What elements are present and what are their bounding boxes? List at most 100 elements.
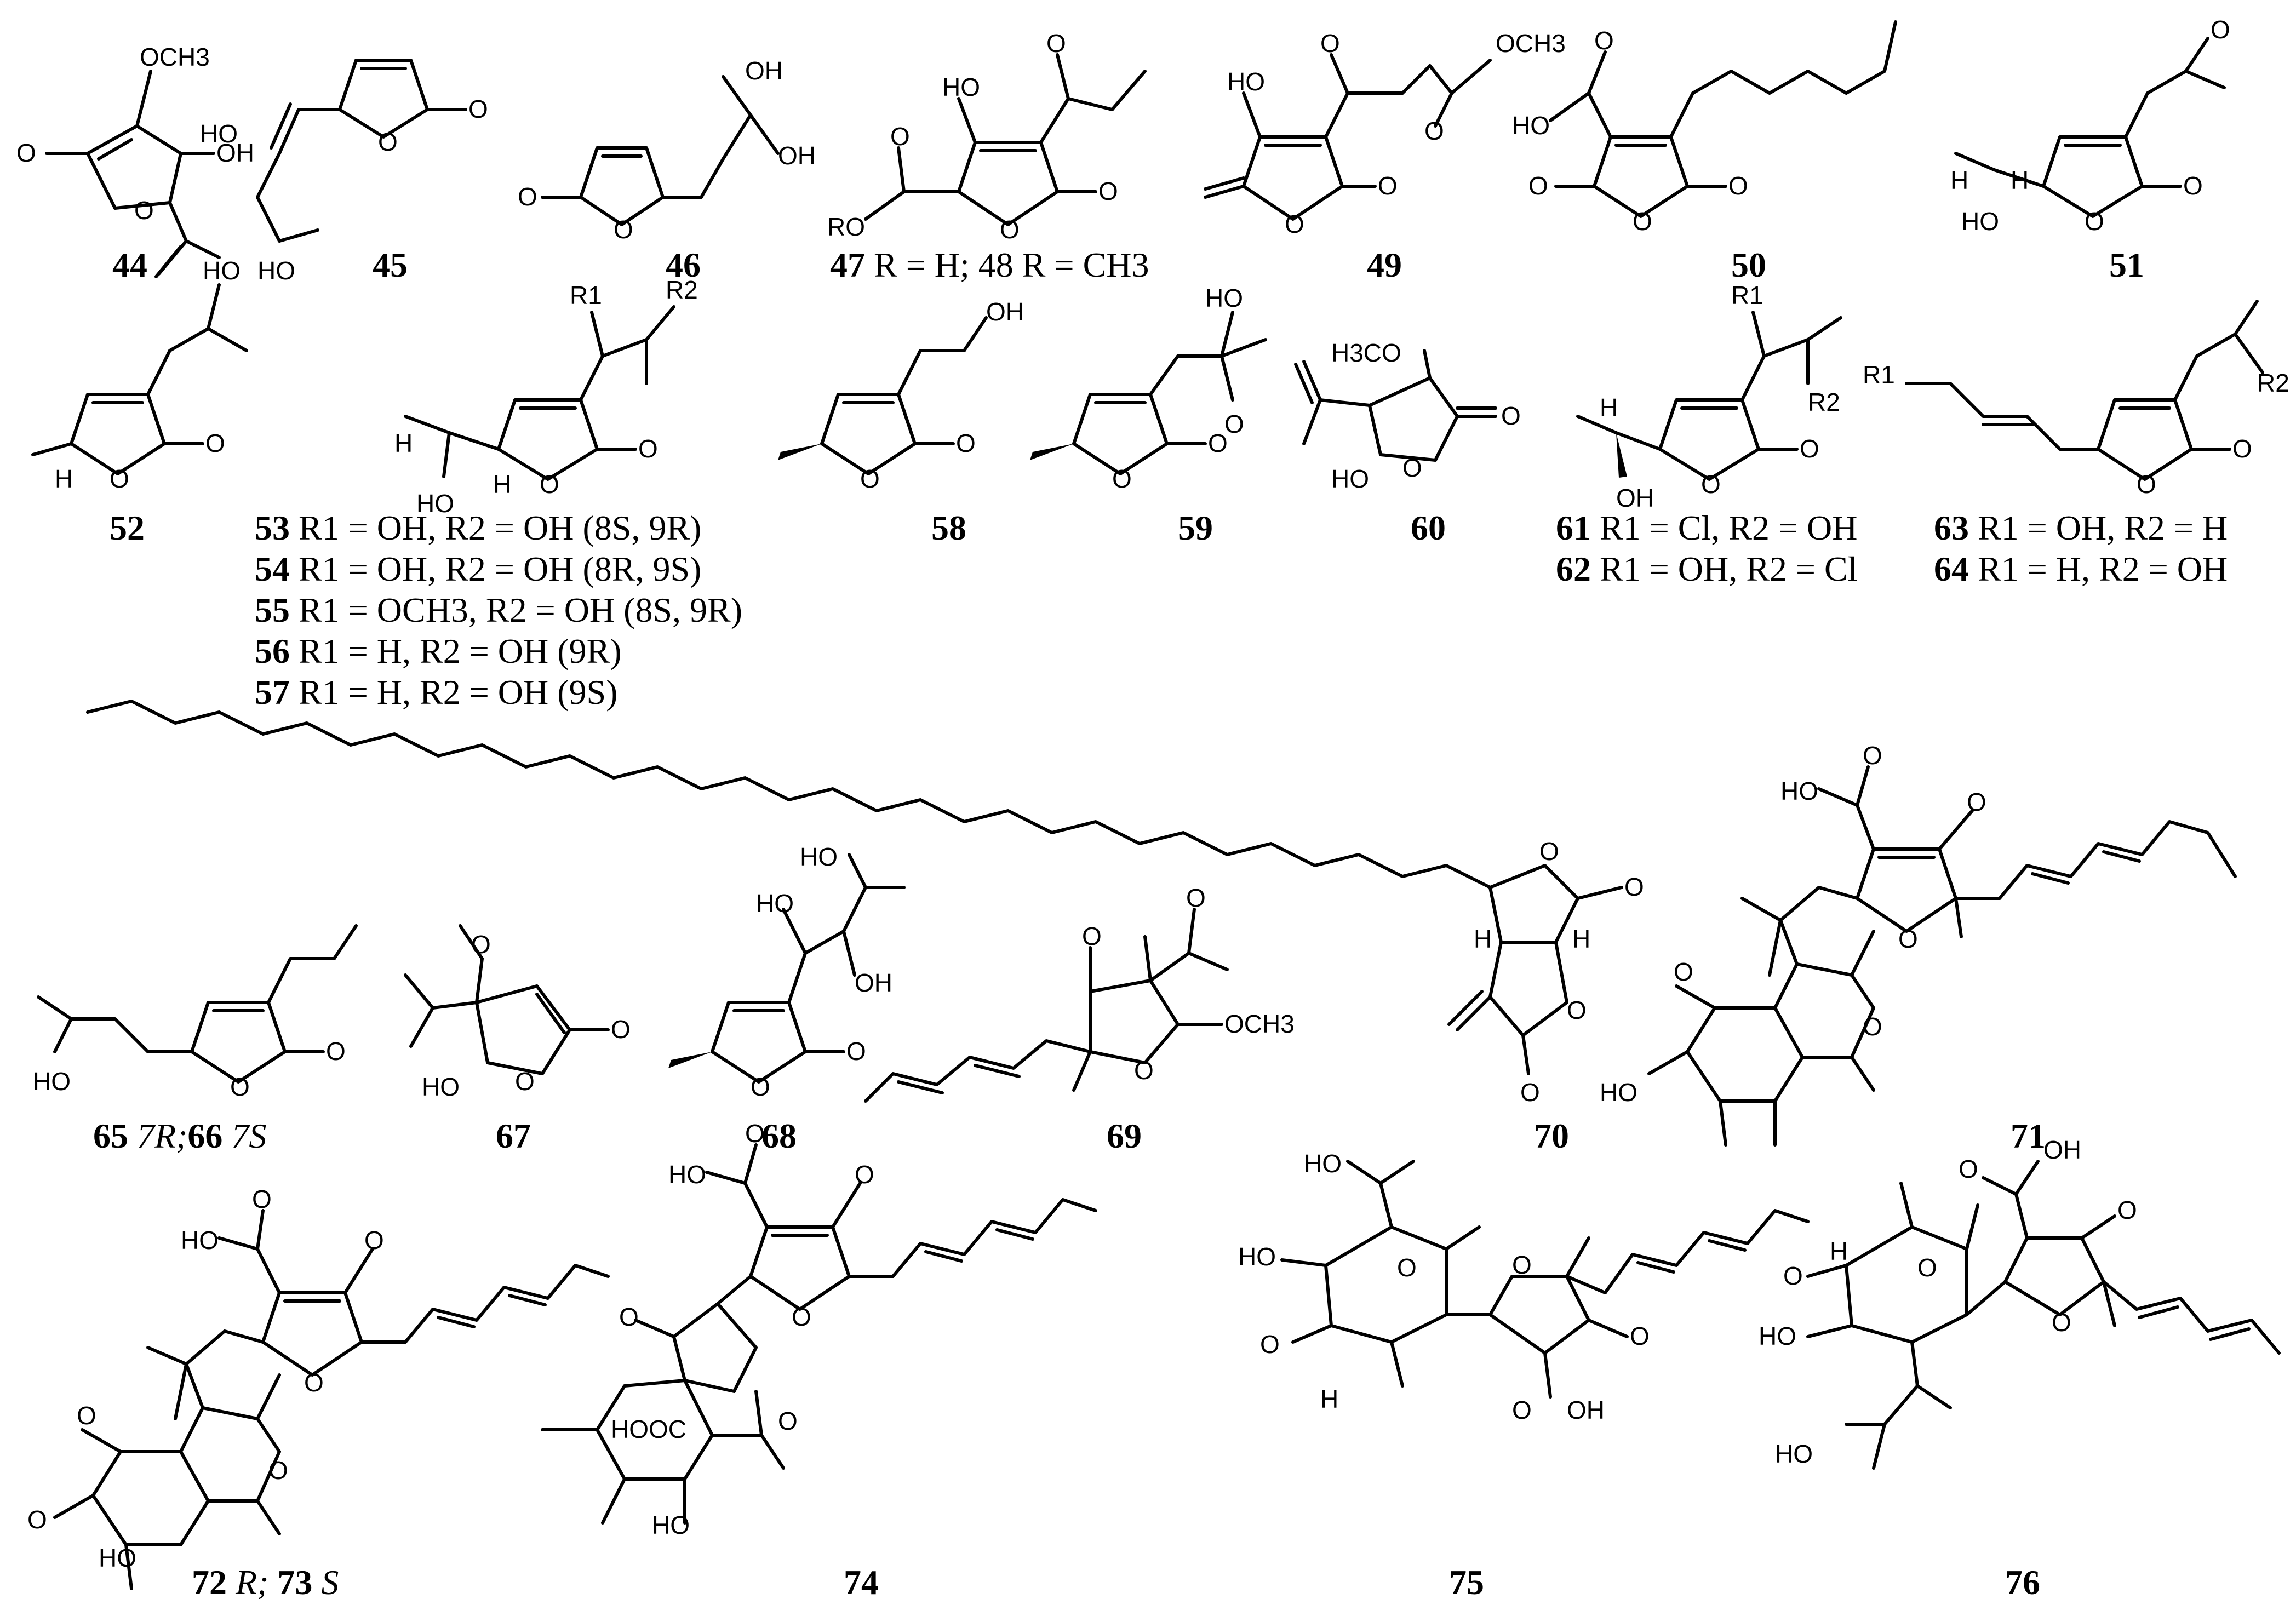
atom-label: HOOC	[611, 1415, 686, 1443]
atom-label: O	[1520, 1078, 1540, 1107]
atom-label: O	[846, 1037, 866, 1065]
compound-label-53: 53 R1 = OH, R2 = OH (8S, 9R)	[255, 508, 701, 547]
atom-label: O	[1863, 1012, 1882, 1041]
atom-label: O	[468, 95, 488, 123]
compound-label-56: 56 R1 = H, R2 = OH (9R)	[255, 632, 622, 670]
atom-label: HO	[1775, 1440, 1813, 1468]
structure-75: HO HO O O O O H O OH	[1238, 1149, 1810, 1424]
structure-70: O O H H O O	[86, 700, 1644, 1107]
atom-label: HO	[942, 73, 980, 101]
compound-label-59: 59	[1178, 508, 1213, 547]
atom-label: O	[614, 215, 633, 244]
atom-label: O	[1082, 922, 1102, 950]
atom-label: O	[956, 429, 976, 457]
structure-52: HO O O H	[31, 256, 248, 493]
atom-label: O	[1512, 1251, 1532, 1279]
structure-58: OH O O	[778, 297, 1024, 493]
atom-label: HO	[1304, 1149, 1342, 1178]
atom-label: O	[855, 1160, 874, 1189]
atom-label: HO	[1600, 1078, 1637, 1107]
atom-label: O	[2052, 1308, 2071, 1337]
compound-label-68: 68	[761, 1116, 797, 1155]
atom-label: R1	[1863, 360, 1895, 389]
atom-label: O	[304, 1368, 324, 1397]
atom-label: HO	[33, 1067, 71, 1096]
atom-label: O	[745, 1119, 765, 1148]
structure-49: HO O O OCH3 O O	[1204, 29, 1566, 238]
atom-label: O	[1959, 1155, 1978, 1183]
atom-label: O	[1917, 1253, 1937, 1282]
atom-label: O	[1224, 410, 1244, 438]
compound-label-57: 57 R1 = H, R2 = OH (9S)	[255, 673, 617, 712]
atom-label: HO	[1238, 1242, 1276, 1271]
atom-label: O	[1674, 958, 1693, 986]
atom-label: HO	[1512, 111, 1550, 140]
atom-label: O	[1397, 1253, 1417, 1282]
atom-label: OCH3	[140, 43, 210, 71]
atom-label: O	[2232, 434, 2252, 463]
compound-label-75: 75	[1449, 1563, 1484, 1599]
atom-label: OH	[855, 968, 892, 997]
compound-label-69: 69	[1107, 1116, 1142, 1155]
structure-72: HO O O O O O O HO	[27, 1185, 610, 1590]
atom-label: H	[1572, 925, 1590, 953]
atom-label: O	[1567, 996, 1587, 1024]
atom-label: RO	[827, 213, 865, 241]
atom-label: OCH3	[1496, 29, 1566, 58]
atom-label: H	[1320, 1385, 1338, 1413]
atom-label: R2	[666, 276, 698, 304]
structure-65: O O HO	[33, 924, 358, 1101]
atom-label: H	[2011, 166, 2029, 194]
atom-label: O	[205, 429, 225, 457]
compound-label-58: 58	[931, 508, 966, 547]
atom-label: O	[1624, 873, 1644, 901]
atom-label: O	[1898, 925, 1918, 953]
atom-label: O	[364, 1226, 384, 1254]
atom-label: HO	[416, 489, 454, 518]
atom-label: O	[1800, 434, 1819, 463]
atom-label: H	[394, 429, 413, 457]
atom-label: HO	[652, 1511, 690, 1539]
atom-label: HO	[1205, 284, 1243, 312]
compound-label-46: 46	[666, 245, 701, 284]
atom-label: O	[1186, 884, 1206, 912]
atom-label: H	[1950, 166, 1968, 194]
atom-label: R2	[1808, 388, 1840, 416]
structure-50: O HO O O O	[1512, 20, 1897, 236]
structure-67: O O O HO	[404, 924, 631, 1101]
atom-label: O	[2137, 470, 2156, 498]
atom-label: O	[1967, 788, 1986, 816]
compound-label-63: 63 R1 = OH, R2 = H	[1934, 508, 2228, 547]
atom-label: HO	[181, 1226, 219, 1254]
structure-53: R1 R2 O O H H HO	[394, 276, 698, 518]
atom-label: OH	[216, 139, 254, 167]
atom-label: O	[638, 434, 658, 463]
atom-label: H	[1830, 1237, 1848, 1265]
atom-label: O	[1098, 177, 1118, 205]
structure-46: O O OH OH	[518, 56, 816, 244]
atom-label: O	[1320, 29, 1340, 58]
atom-label: HO	[200, 119, 238, 148]
compound-label-47-48: 47 R = H; 48 R = CH3	[830, 245, 1149, 284]
atom-label: O	[1701, 470, 1721, 498]
atom-label: OH	[1567, 1396, 1605, 1424]
structure-71: HO O O O O O HO	[1600, 741, 2237, 1147]
structure-60: H3CO O O HO	[1294, 339, 1521, 493]
structure-74: HO O O O O O HOOC HO	[541, 1119, 1097, 1539]
atom-label: O	[792, 1303, 811, 1331]
structure-69: O O OCH3 O	[864, 884, 1295, 1103]
atom-label: O	[778, 1407, 798, 1435]
atom-label: O	[611, 1015, 631, 1044]
atom-label: HO	[1961, 207, 1999, 236]
atom-label: O	[2183, 171, 2203, 200]
compound-label-76: 76	[2005, 1563, 2040, 1599]
atom-label: H	[55, 465, 73, 493]
atom-label: O	[2117, 1196, 2137, 1224]
atom-label: O	[27, 1505, 47, 1534]
compound-label-49: 49	[1367, 245, 1402, 284]
atom-label: O	[1633, 207, 1652, 236]
compound-label-65-66: 65 7R;66 7S	[93, 1116, 266, 1155]
atom-label: HO	[1227, 67, 1265, 96]
atom-label: O	[1528, 171, 1548, 200]
